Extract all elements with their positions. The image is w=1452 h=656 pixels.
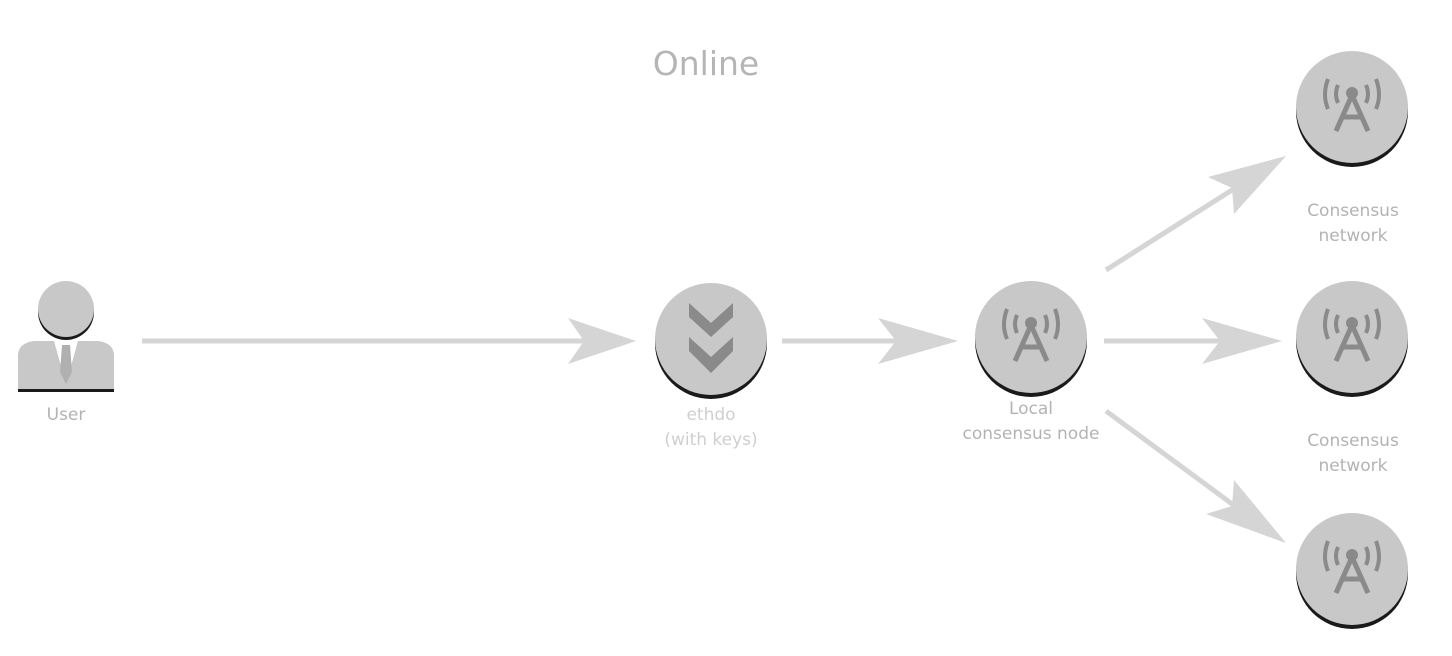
local-node-label: Local consensus node [962, 399, 1100, 444]
edge-local-network-mid [1104, 318, 1282, 364]
edge-local-network-bot [1104, 408, 1286, 543]
user-label: User [46, 405, 86, 425]
ethdo-label: ethdo (with keys) [664, 405, 758, 450]
diagram-title: Online [652, 44, 760, 83]
network-label-bottom: Consensus network [1307, 431, 1399, 476]
edge-ethdo-local [782, 318, 958, 364]
double-chevron-down-icon [655, 283, 767, 399]
antenna-icon [975, 281, 1087, 397]
network-label-top: Consensus network [1307, 201, 1399, 246]
edge-user-ethdo [142, 318, 636, 364]
edge-local-network-top [1104, 156, 1286, 273]
user-icon [18, 281, 114, 392]
antenna-icon [1296, 513, 1408, 629]
antenna-icon [1296, 51, 1408, 167]
antenna-icon [1296, 281, 1408, 397]
